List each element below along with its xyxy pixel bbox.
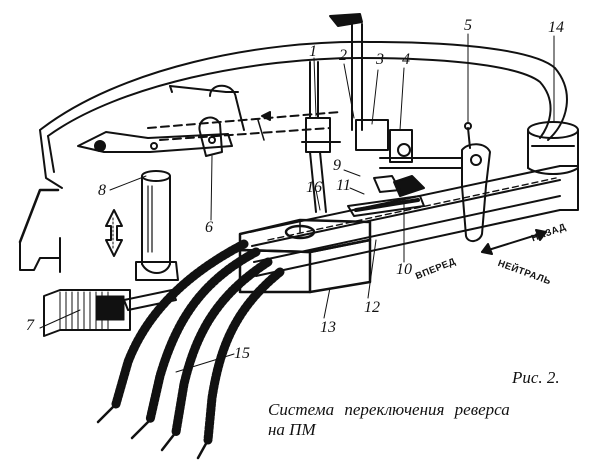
callout-16: 16 xyxy=(306,179,322,196)
callout-10: 10 xyxy=(396,261,412,278)
callout-9: 9 xyxy=(333,157,341,174)
callout-5: 5 xyxy=(464,17,472,34)
caption-line-2: на ПМ xyxy=(268,420,316,439)
boat-hull xyxy=(18,40,568,273)
figure-label: Рис. 2. xyxy=(512,368,560,387)
upper-linkage xyxy=(147,84,341,141)
callout-8: 8 xyxy=(98,182,106,199)
caption-line-1: Система переключения реверса xyxy=(268,400,510,419)
callout-15: 15 xyxy=(234,345,250,362)
callout-4: 4 xyxy=(402,51,410,68)
cylinder-8 xyxy=(135,170,179,281)
callout-6: 6 xyxy=(205,219,213,236)
leader-lines xyxy=(39,33,555,373)
lever-5 xyxy=(379,122,491,242)
cables-15 xyxy=(111,239,285,445)
direction-arrows xyxy=(481,229,547,255)
callout-2: 2 xyxy=(339,47,347,64)
callout-11: 11 xyxy=(336,177,351,194)
callout-14: 14 xyxy=(548,19,564,36)
bell-crank-6 xyxy=(77,116,233,157)
callout-7: 7 xyxy=(26,317,34,334)
callout-3: 3 xyxy=(376,51,384,68)
servo-cylinder xyxy=(527,121,579,175)
cable-ends xyxy=(96,402,210,460)
part-1-16 xyxy=(301,61,341,213)
callout-13: 13 xyxy=(320,319,336,336)
callout-1: 1 xyxy=(309,43,317,60)
slider-11 xyxy=(347,175,425,217)
bracket-2-3-4 xyxy=(329,13,413,163)
callout-12: 12 xyxy=(364,299,380,316)
vertical-motion-arrow xyxy=(105,209,123,257)
